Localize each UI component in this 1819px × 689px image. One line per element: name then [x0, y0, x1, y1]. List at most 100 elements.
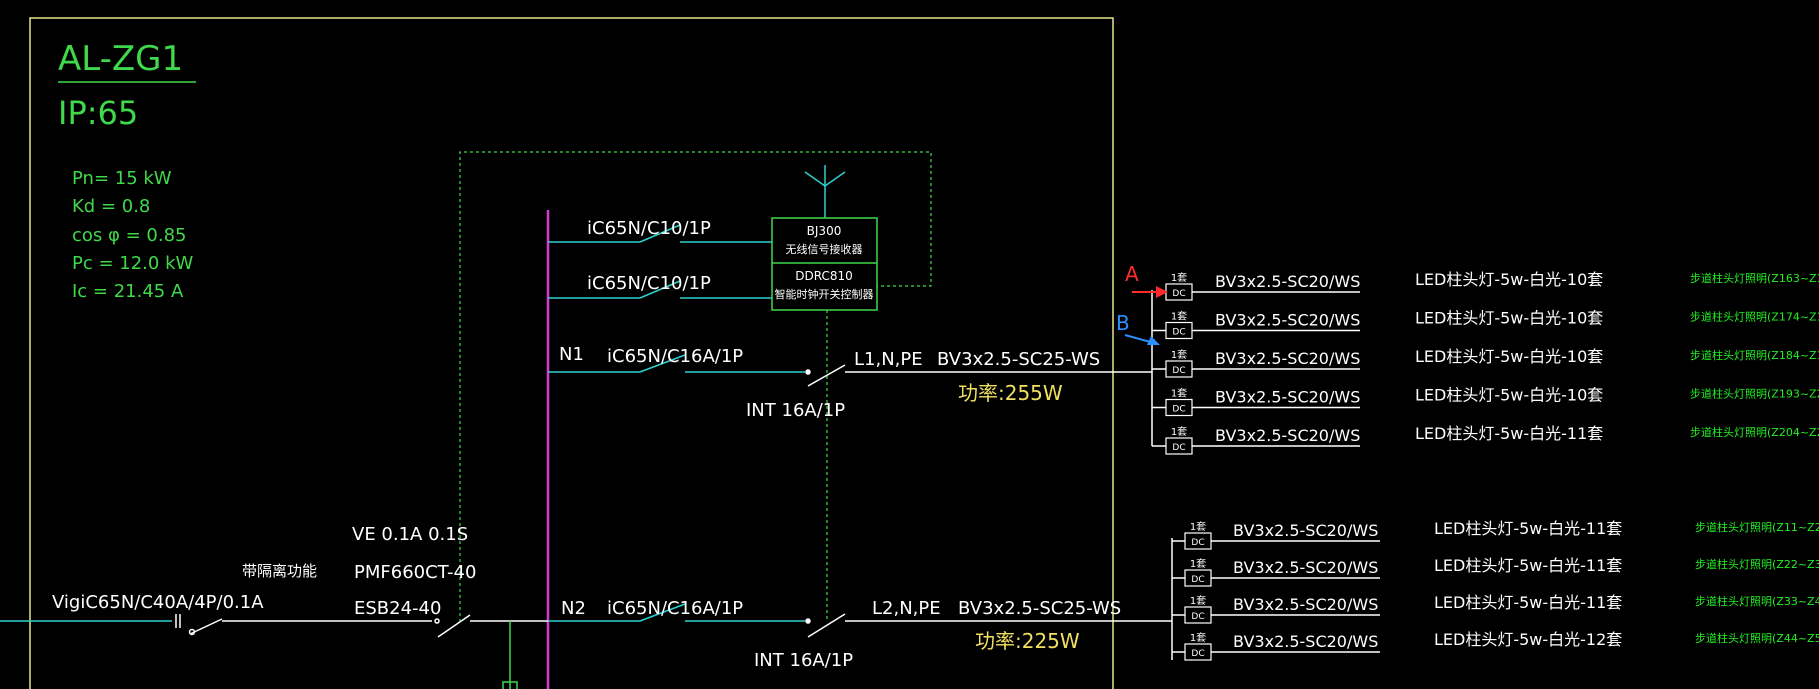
- branch-load: LED柱头灯-5w-白光-11套: [1434, 519, 1622, 538]
- group2-branch-row: 1套 DC BV3x2.5-SC20/WS LED柱头灯-5w-白光-11套 步道柱头灯…: [1172, 593, 1819, 624]
- circuit-n1-contactor: INT 16A/1P: [746, 400, 845, 421]
- group1-branch-row: 1套 DC BV3x2.5-SC20/WS LED柱头灯-5w-白光-10套 步道柱头灯…: [1152, 386, 1819, 417]
- param-pn: Pn= 15 kW: [72, 168, 172, 189]
- branch-load: LED柱头灯-5w-白光-11套: [1415, 424, 1603, 443]
- group1-branch-row: 1套 DC BV3x2.5-SC20/WS LED柱头灯-5w-白光-10套 步道柱头灯…: [1152, 309, 1819, 340]
- branch-load: LED柱头灯-5w-白光-11套: [1434, 593, 1622, 612]
- circuit-n2-cable: BV3x2.5-SC25-WS: [958, 598, 1121, 619]
- junction-box-qty: 1套: [1171, 387, 1187, 400]
- branch-note: 步道柱头灯照明(Z174~Z183): [1690, 310, 1819, 324]
- branch-note: 步道柱头灯照明(Z44~Z55): [1695, 631, 1819, 645]
- junction-box-qty: 1套: [1190, 594, 1206, 607]
- junction-box-qty: 1套: [1171, 425, 1187, 438]
- branch-note: 步道柱头灯照明(Z22~Z32): [1695, 557, 1819, 571]
- incoming-meter-line3: ESB24-40: [354, 598, 441, 619]
- panel-ip: IP:65: [58, 94, 138, 132]
- group1-branch-row: 1套 DC BV3x2.5-SC20/WS LED柱头灯-5w-白光-10套 步道柱头灯…: [1152, 347, 1819, 378]
- group1-branch-row: 1套 DC BV3x2.5-SC20/WS LED柱头灯-5w-白光-10套 步道柱头灯…: [1152, 270, 1819, 301]
- branch-note: 步道柱头灯照明(Z33~Z43): [1695, 594, 1819, 608]
- junction-box-qty: 1套: [1190, 520, 1206, 533]
- circuit-n1-cable: BV3x2.5-SC25-WS: [937, 349, 1100, 370]
- branch-note: 步道柱头灯照明(Z11~Z21): [1695, 520, 1819, 534]
- param-pc: Pc = 12.0 kW: [72, 253, 194, 274]
- param-cos: cos φ = 0.85: [72, 225, 187, 246]
- branch-load: LED柱头灯-5w-白光-12套: [1434, 630, 1622, 649]
- circuit-n2-breaker: iC65N/C16A/1P: [607, 598, 743, 619]
- branch-cable: BV3x2.5-SC20/WS: [1233, 521, 1378, 540]
- control-device-box: BJ300 无线信号接收器 DDRC810 智能时钟开关控制器: [771, 217, 878, 311]
- junction-box-label: DC: [1172, 366, 1185, 376]
- control-dashed-loop: [459, 151, 932, 622]
- branch-cable: BV3x2.5-SC20/WS: [1233, 558, 1378, 577]
- circuit-n1-phase: L1,N,PE: [854, 349, 923, 370]
- control-breaker-2: iC65N/C10/1P: [548, 273, 772, 299]
- branch-cable: BV3x2.5-SC20/WS: [1215, 388, 1360, 407]
- incoming-feeder: [0, 614, 548, 689]
- marker-a: A: [1125, 262, 1168, 298]
- junction-box-label: DC: [1191, 538, 1204, 548]
- group1-branch-row: 1套 DC BV3x2.5-SC20/WS LED柱头灯-5w-白光-11套 步道柱头灯…: [1152, 424, 1819, 455]
- branch-cable: BV3x2.5-SC20/WS: [1215, 272, 1360, 291]
- junction-box-label: DC: [1172, 405, 1185, 415]
- junction-box-qty: 1套: [1171, 310, 1187, 323]
- control-breaker-1-label: iC65N/C10/1P: [587, 218, 711, 239]
- circuit-n1: [548, 354, 1152, 387]
- junction-box-label: DC: [1191, 575, 1204, 585]
- group2-branch-row: 1套 DC BV3x2.5-SC20/WS LED柱头灯-5w-白光-11套 步道柱头灯…: [1172, 556, 1819, 587]
- branch-cable: BV3x2.5-SC20/WS: [1215, 311, 1360, 330]
- branch-load: LED柱头灯-5w-白光-10套: [1415, 309, 1603, 328]
- circuit-n2: [548, 603, 1172, 638]
- marker-a-label: A: [1125, 262, 1139, 286]
- branch-load: LED柱头灯-5w-白光-10套: [1415, 347, 1603, 366]
- control-breaker-1: iC65N/C10/1P: [548, 218, 772, 243]
- circuit-n2-contactor: INT 16A/1P: [754, 650, 853, 671]
- branch-load: LED柱头灯-5w-白光-10套: [1415, 270, 1603, 289]
- circuit-n1-power: 功率:255W: [958, 381, 1063, 405]
- junction-box-label: DC: [1191, 649, 1204, 659]
- device1-desc: 无线信号接收器: [786, 242, 863, 256]
- incoming-breaker-label: VigiC65N/C40A/4P/0.1A: [52, 592, 264, 613]
- junction-box-label: DC: [1191, 612, 1204, 622]
- branch-note: 步道柱头灯照明(Z184~Z192): [1690, 348, 1819, 362]
- control-breaker-2-label: iC65N/C10/1P: [587, 273, 711, 294]
- device1-model: BJ300: [807, 224, 842, 238]
- circuit-n1-name: N1: [559, 344, 584, 365]
- circuit-n2-name: N2: [561, 598, 586, 619]
- branch-cable: BV3x2.5-SC20/WS: [1215, 349, 1360, 368]
- branch-cable: BV3x2.5-SC20/WS: [1233, 595, 1378, 614]
- branch-note: 步道柱头灯照明(Z193~Z203): [1690, 387, 1819, 401]
- device2-desc: 智能时钟开关控制器: [775, 287, 874, 301]
- marker-b-label: B: [1116, 311, 1130, 335]
- junction-box-qty: 1套: [1171, 271, 1187, 284]
- branch-cable: BV3x2.5-SC20/WS: [1215, 426, 1360, 445]
- branch-note: 步道柱头灯照明(Z163~Z173): [1690, 271, 1819, 285]
- param-kd: Kd = 0.8: [72, 196, 150, 217]
- junction-box-label: DC: [1172, 443, 1185, 453]
- branch-note: 步道柱头灯照明(Z204~Z214): [1690, 425, 1819, 439]
- panel-frame: [29, 17, 1114, 689]
- param-ic: Ic = 21.45 A: [72, 281, 184, 302]
- junction-box-qty: 1套: [1171, 348, 1187, 361]
- branch-load: LED柱头灯-5w-白光-11套: [1434, 556, 1622, 575]
- group2-branch-row: 1套 DC BV3x2.5-SC20/WS LED柱头灯-5w-白光-11套 步道柱头灯…: [1172, 519, 1819, 550]
- junction-box-qty: 1套: [1190, 631, 1206, 644]
- panel-name: AL-ZG1: [58, 39, 183, 79]
- branch-load: LED柱头灯-5w-白光-10套: [1415, 386, 1603, 405]
- incoming-isolation-label: 带隔离功能: [242, 562, 317, 580]
- circuit-n2-power: 功率:225W: [975, 629, 1080, 653]
- panel-params: Pn= 15 kW Kd = 0.8 cos φ = 0.85 Pc = 12.…: [72, 168, 194, 302]
- circuit-n1-breaker: iC65N/C16A/1P: [607, 346, 743, 367]
- junction-box-qty: 1套: [1190, 557, 1206, 570]
- marker-b: B: [1116, 311, 1160, 345]
- circuit-n2-phase: L2,N,PE: [872, 598, 941, 619]
- incoming-meter-line1: VE 0.1A 0.1S: [352, 524, 468, 545]
- antenna-icon: [804, 165, 846, 218]
- incoming-meter-line2: PMF660CT-40: [354, 562, 476, 583]
- junction-box-label: DC: [1172, 328, 1185, 338]
- junction-box-label: DC: [1172, 289, 1185, 299]
